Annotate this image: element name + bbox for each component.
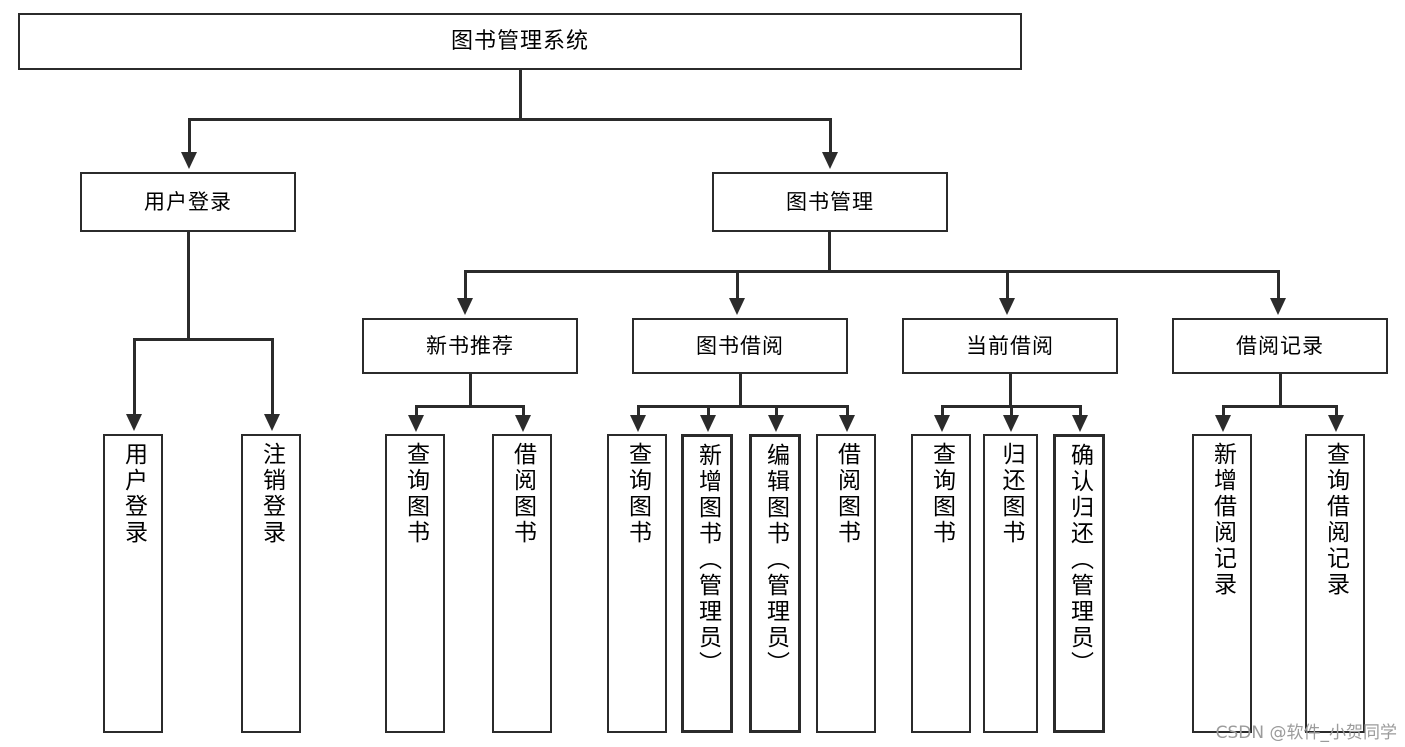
edge-drop-new-book — [464, 270, 467, 300]
arrowhead-bb-1 — [630, 415, 646, 432]
leaf-new-book-query[interactable]: 查询图书 — [385, 434, 445, 733]
node-label: 新增借阅记录 — [1209, 442, 1236, 598]
arrowhead-nb-2 — [515, 415, 531, 432]
node-label: 查询借阅记录 — [1322, 442, 1349, 598]
node-label: 新增图书（管理员） — [694, 443, 721, 677]
edge-drop-cb-3 — [1079, 405, 1082, 417]
arrowhead-nb-1 — [408, 415, 424, 432]
arrowhead-current-borrow — [999, 298, 1015, 315]
node-label: 新书推荐 — [426, 333, 514, 358]
node-label: 用户登录 — [144, 189, 232, 214]
edge-level2-bus — [464, 270, 1280, 273]
arrowhead-cb-2 — [1003, 415, 1019, 432]
node-label: 图书管理系统 — [450, 28, 589, 54]
node-label: 当前借阅 — [966, 333, 1054, 358]
node-label: 编辑图书（管理员） — [762, 443, 789, 677]
edge-drop-book-manage — [829, 118, 832, 154]
node-label: 图书借阅 — [696, 333, 784, 358]
arrowhead-cb-3 — [1072, 415, 1088, 432]
node-label: 借阅图书 — [833, 442, 860, 546]
edge-drop-cb-2 — [1010, 405, 1013, 417]
node-label: 借阅图书 — [509, 442, 536, 546]
edge-drop-borrow-record — [1277, 270, 1280, 300]
leaf-add-book-admin[interactable]: 新增图书（管理员） — [681, 434, 733, 733]
node-label: 确认归还（管理员） — [1066, 443, 1093, 677]
node-label: 图书管理 — [786, 189, 874, 214]
arrowhead-br-1 — [1215, 415, 1231, 432]
edge-book-borrow-stem — [739, 374, 742, 405]
leaf-current-query-book[interactable]: 查询图书 — [911, 434, 971, 733]
edge-user-login-stem — [187, 232, 190, 338]
node-label: 用户登录 — [120, 442, 147, 546]
arrowhead-bb-4 — [839, 415, 855, 432]
node-book-borrow[interactable]: 图书借阅 — [632, 318, 848, 374]
node-label: 注销登录 — [258, 442, 285, 546]
node-borrow-record[interactable]: 借阅记录 — [1172, 318, 1388, 374]
edge-drop-leaf-logout — [271, 338, 274, 416]
node-label: 查询图书 — [624, 442, 651, 546]
edge-drop-bb-3 — [775, 405, 778, 417]
leaf-query-borrow-record[interactable]: 查询借阅记录 — [1305, 434, 1365, 733]
edge-drop-bb-4 — [846, 405, 849, 417]
leaf-edit-book-admin[interactable]: 编辑图书（管理员） — [749, 434, 801, 733]
node-user-login[interactable]: 用户登录 — [80, 172, 296, 232]
arrowhead-book-manage — [822, 152, 838, 169]
leaf-user-login[interactable]: 用户登录 — [103, 434, 163, 733]
node-new-book-recommend[interactable]: 新书推荐 — [362, 318, 578, 374]
node-label: 查询图书 — [928, 442, 955, 546]
arrowhead-book-borrow — [729, 298, 745, 315]
leaf-logout[interactable]: 注销登录 — [241, 434, 301, 733]
edge-drop-leaf-user-login — [133, 338, 136, 416]
arrowhead-leaf-logout — [264, 414, 280, 431]
arrowhead-cb-1 — [934, 415, 950, 432]
edge-new-book-stem — [469, 374, 472, 405]
edge-drop-user-login — [188, 118, 191, 154]
node-book-manage[interactable]: 图书管理 — [712, 172, 948, 232]
node-label: 查询图书 — [402, 442, 429, 546]
leaf-borrow-book[interactable]: 借阅图书 — [816, 434, 876, 733]
leaf-add-borrow-record[interactable]: 新增借阅记录 — [1192, 434, 1252, 733]
edge-drop-br-2 — [1335, 405, 1338, 417]
edge-drop-br-1 — [1222, 405, 1225, 417]
edge-user-login-bus — [133, 338, 274, 341]
node-current-borrow[interactable]: 当前借阅 — [902, 318, 1118, 374]
edge-book-manage-stem — [828, 232, 831, 272]
edge-drop-cb-1 — [941, 405, 944, 417]
edge-drop-bb-1 — [637, 405, 640, 417]
edge-root-stem — [519, 70, 522, 118]
edge-borrow-record-bus — [1222, 405, 1338, 408]
arrowhead-br-2 — [1328, 415, 1344, 432]
arrowhead-leaf-user-login — [126, 414, 142, 431]
arrowhead-borrow-record — [1270, 298, 1286, 315]
arrowhead-bb-2 — [700, 415, 716, 432]
edge-drop-book-borrow — [736, 270, 739, 300]
leaf-borrow-query-book[interactable]: 查询图书 — [607, 434, 667, 733]
edge-book-borrow-bus — [637, 405, 849, 408]
watermark-text: CSDN @软件_小贺同学 — [1215, 723, 1397, 743]
edge-drop-bb-2 — [707, 405, 710, 417]
leaf-return-book[interactable]: 归还图书 — [983, 434, 1038, 733]
edge-current-borrow-stem — [1009, 374, 1012, 405]
node-label: 归还图书 — [998, 442, 1024, 546]
edge-drop-current-borrow — [1006, 270, 1009, 300]
edge-borrow-record-stem — [1279, 374, 1282, 405]
edge-new-book-bus — [415, 405, 525, 408]
arrowhead-bb-3 — [768, 415, 784, 432]
arrowhead-user-login — [181, 152, 197, 169]
edge-root-bus — [188, 118, 832, 121]
node-label: 借阅记录 — [1236, 333, 1324, 358]
edge-drop-nb-2 — [522, 405, 525, 417]
leaf-confirm-return-admin[interactable]: 确认归还（管理员） — [1053, 434, 1105, 733]
arrowhead-new-book — [457, 298, 473, 315]
edge-drop-nb-1 — [415, 405, 418, 417]
node-root-system[interactable]: 图书管理系统 — [18, 13, 1022, 70]
leaf-new-book-borrow[interactable]: 借阅图书 — [492, 434, 552, 733]
